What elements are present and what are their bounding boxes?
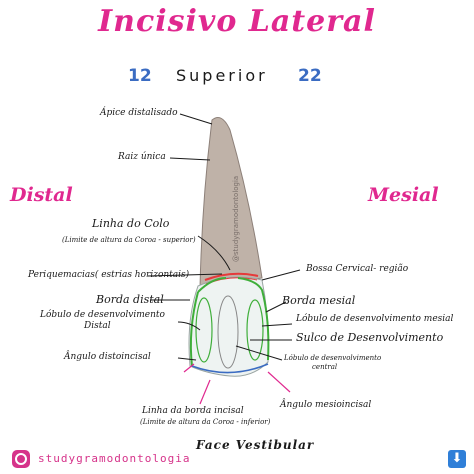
tooth-crown xyxy=(188,276,269,377)
tooth-number-right: 22 xyxy=(298,66,322,86)
label-borda-distal: Borda distal xyxy=(96,293,164,306)
label-linha-borda: Linha da borda incisal xyxy=(142,406,244,416)
label-angulo-mesio: Ângulo mesioincisal xyxy=(280,400,372,410)
side-label-distal: Distal xyxy=(10,184,73,206)
label-bossa: Bossa Cervical- região xyxy=(306,264,409,274)
label-borda-mesial: Borda mesial xyxy=(282,294,356,307)
tooth-position-label: Superior xyxy=(176,66,268,85)
label-lobulo-distal-1: Lóbulo de desenvolvimento xyxy=(40,310,165,320)
label-lobulo-mesial: Lóbulo de desenvolvimento mesial xyxy=(296,314,454,324)
tooth-root xyxy=(199,117,263,289)
tooth-number-left: 12 xyxy=(128,66,152,86)
label-lobulo-central-1: Lóbulo de desenvolvimento xyxy=(284,354,382,362)
label-linha-colo: Linha do Colo xyxy=(92,217,170,230)
label-raiz: Raiz única xyxy=(118,152,166,162)
label-apice: Ápice distalisado xyxy=(100,108,178,118)
label-lobulo-distal-2: Distal xyxy=(84,321,111,331)
label-linha-borda-sub: (Limite de altura da Coroa - inferior) xyxy=(140,418,271,426)
side-label-mesial: Mesial xyxy=(368,184,439,206)
label-periquemacias: Periquemacias( estrias horizontais) xyxy=(28,270,190,280)
annotation-arrows xyxy=(147,113,301,361)
label-angulo-disto: Ângulo distoincisal xyxy=(64,352,151,362)
incisal-edge-line xyxy=(191,363,269,374)
central-lobe xyxy=(217,295,239,369)
cervical-line xyxy=(204,272,259,281)
label-lobulo-central-2: central xyxy=(312,363,338,371)
instagram-icon[interactable] xyxy=(12,450,30,468)
download-icon[interactable]: ⬇ xyxy=(448,450,466,468)
instagram-handle[interactable]: studygramodontologia xyxy=(38,452,191,465)
mesial-lobe xyxy=(246,299,264,361)
watermark: @studygramodontologia xyxy=(232,176,240,262)
distal-lobe xyxy=(195,297,213,363)
label-sulco: Sulco de Desenvolvimento xyxy=(296,331,444,344)
page-title: Incisivo Lateral xyxy=(98,4,376,39)
label-linha-colo-sub: (Limite de altura da Coroa - superior) xyxy=(62,236,196,244)
mesial-border xyxy=(237,277,270,361)
footer-face-vestibular: Face Vestibular xyxy=(196,438,315,452)
